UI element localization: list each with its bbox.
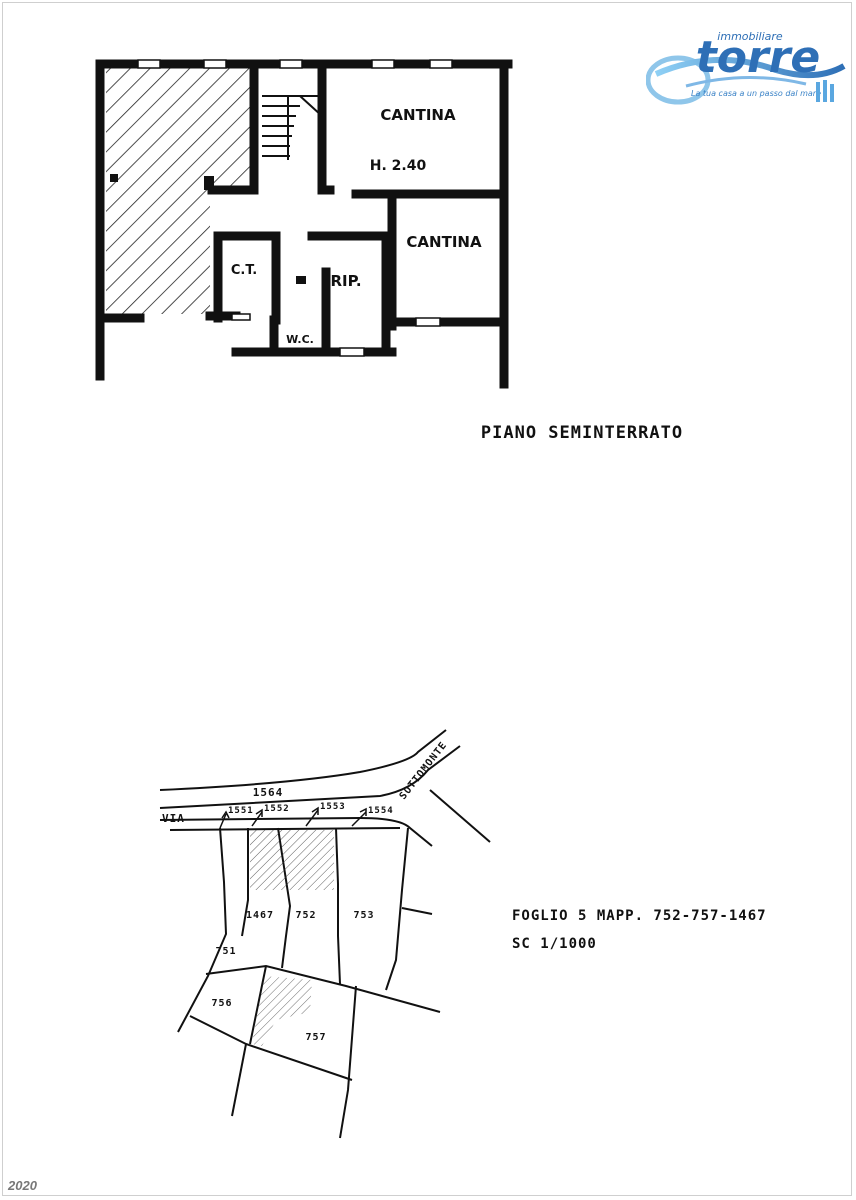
logo-overline: immobiliare — [717, 30, 783, 43]
floor-plan-caption: PIANO SEMINTERRATO — [481, 423, 683, 443]
room-height-note: H. 2.40 — [370, 158, 427, 174]
floor-plan: CANTINA H. 2.40 CANTINA C.T. RIP. W.C. P… — [95, 59, 683, 443]
logo-tagline: La tua casa a un passo dal mare — [691, 89, 821, 98]
logo-wave-icon — [654, 57, 846, 79]
room-label-ct: C.T. — [231, 263, 257, 278]
agency-logo: immobiliare torre La tua casa a un passo… — [646, 8, 850, 108]
room-label-cantina-right: CANTINA — [406, 233, 482, 251]
room-label-wc: W.C. — [286, 333, 314, 346]
logo-graphic: immobiliare torre La tua casa a un passo… — [646, 30, 846, 105]
footer-year: 2020 — [8, 1178, 37, 1193]
logo-brand: torre — [696, 32, 821, 83]
room-label-cantina-top: CANTINA — [380, 106, 456, 124]
room-label-rip: RIP. — [330, 272, 361, 290]
window-marks — [137, 59, 453, 357]
staircase-icon — [262, 95, 323, 160]
